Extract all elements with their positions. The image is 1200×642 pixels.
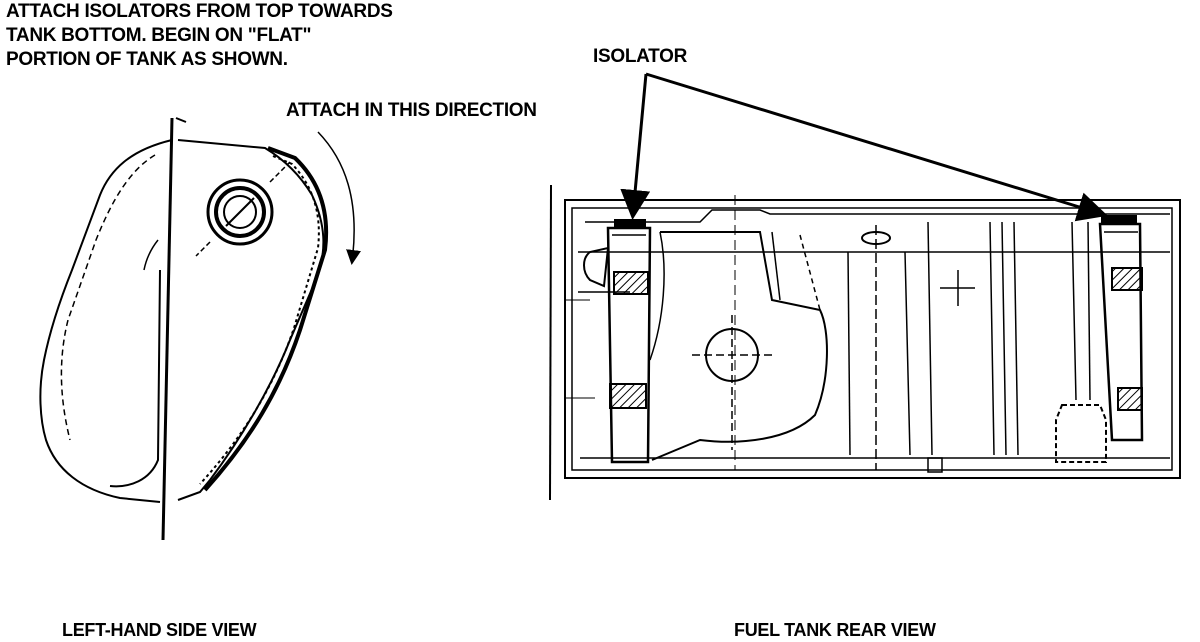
left-view-caption: LEFT-HAND SIDE VIEW xyxy=(62,620,257,640)
instruction-line-3: PORTION OF TANK AS SHOWN. xyxy=(6,49,288,70)
instruction-line-1: ATTACH ISOLATORS FROM TOP TOWARDS xyxy=(6,1,393,22)
rear-view-caption: FUEL TANK REAR VIEW xyxy=(734,620,936,640)
direction-label: ATTACH IN THIS DIRECTION xyxy=(286,100,537,121)
rear-view-drawing xyxy=(549,184,1181,501)
instruction-line-2: TANK BOTTOM. BEGIN ON "FLAT" xyxy=(6,25,312,46)
left-side-view-drawing xyxy=(39,117,361,541)
instruction-note: ATTACH ISOLATORS FROM TOP TOWARDS TANK B… xyxy=(6,0,393,72)
isolator-leader-arrows xyxy=(620,72,1108,222)
isolator-label: ISOLATOR xyxy=(593,46,688,67)
